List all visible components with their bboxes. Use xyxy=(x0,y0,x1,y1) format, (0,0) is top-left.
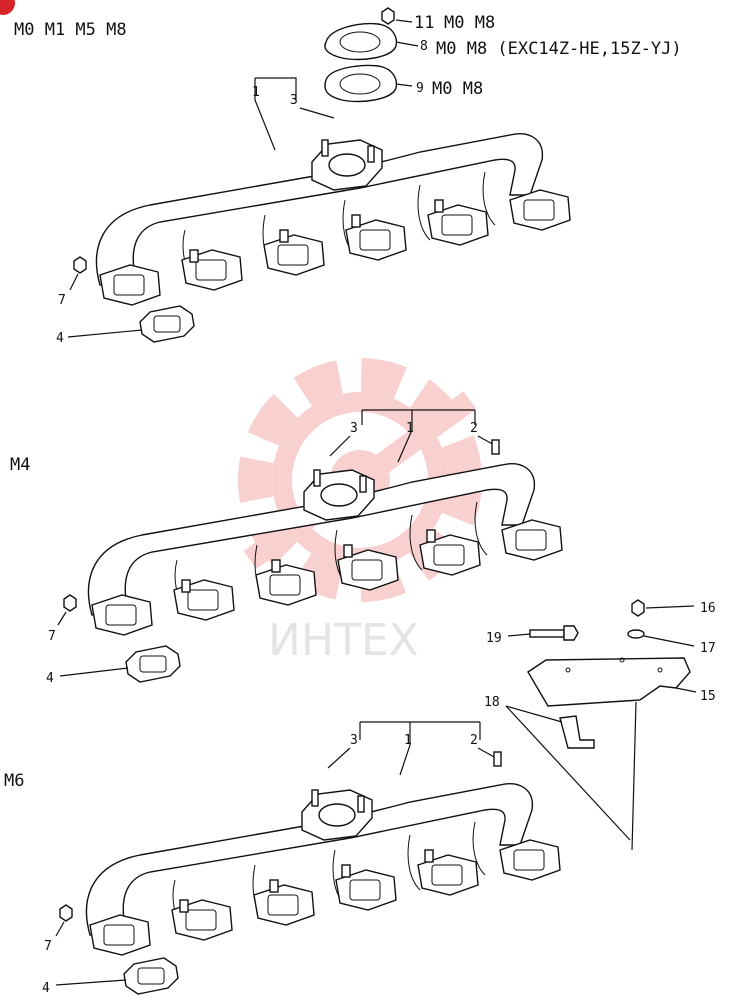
part-7-nut: 7 xyxy=(58,256,87,308)
group-m4: M4 1 2 3 7 4 xyxy=(10,409,563,686)
callout-number: 17 xyxy=(700,641,716,656)
callout-text: M0 M8 xyxy=(432,79,483,99)
part-9-gasket: 9 M0 M8 xyxy=(324,64,483,103)
callout-number: 8 xyxy=(420,39,428,54)
leader-1 xyxy=(254,77,297,151)
callout-number: 4 xyxy=(56,331,64,346)
part-4-gasket: 4 xyxy=(56,305,195,346)
callout-number: 1 xyxy=(404,733,412,748)
callout-number: 7 xyxy=(44,939,52,954)
callout-number: 11 xyxy=(414,13,434,33)
group-label: M0 M1 M5 M8 xyxy=(14,20,127,40)
callout-number: 1 xyxy=(406,421,414,436)
watermark-text: ИНТЕХ xyxy=(268,615,419,666)
callout-number: 3 xyxy=(350,733,358,748)
callout-number: 4 xyxy=(42,981,50,996)
part-15-bracket: 15 xyxy=(527,657,716,851)
callout-number: 19 xyxy=(486,631,502,646)
group-m6: M6 1 2 3 7 4 xyxy=(4,721,561,996)
callout-number: 2 xyxy=(470,421,478,436)
part-4-gasket: 4 xyxy=(42,957,179,996)
callout-text: M0 M8 (EXC14Z-HE,15Z-YJ) xyxy=(436,39,682,59)
corner-marker-icon xyxy=(0,0,15,15)
leader-1 xyxy=(361,409,476,463)
part-16-nut: 16 xyxy=(631,599,716,617)
callout-text: M0 M8 xyxy=(444,13,495,33)
callout-number: 9 xyxy=(416,81,424,96)
part-18-clamp: 18 xyxy=(484,695,631,841)
callout-number: 2 xyxy=(470,733,478,748)
callout-number: 4 xyxy=(46,671,54,686)
exhaust-manifold xyxy=(95,133,571,306)
callout-number: 1 xyxy=(252,85,260,100)
part-4-gasket: 4 xyxy=(46,645,181,686)
callout-number: 15 xyxy=(700,689,716,704)
callout-number: 7 xyxy=(58,293,66,308)
callout-number: 3 xyxy=(350,421,358,436)
leader-1 xyxy=(359,721,481,776)
group-m0-m1-m5-m8: M0 M1 M5 M8 11 M0 M8 8 M0 M8 (EXC14Z-HE,… xyxy=(14,7,682,346)
bracket-assembly: 16 17 19 15 18 xyxy=(484,599,716,851)
group-label: M6 xyxy=(4,771,24,791)
callout-number: 18 xyxy=(484,695,500,710)
part-17-washer: 17 xyxy=(627,629,716,656)
part-7-nut: 7 xyxy=(44,904,73,954)
callout-number: 7 xyxy=(48,629,56,644)
exhaust-manifold xyxy=(85,783,561,956)
part-11-nut: 11 M0 M8 xyxy=(381,7,495,33)
group-label: M4 xyxy=(10,455,30,475)
callout-number: 3 xyxy=(290,93,298,108)
part-7-nut: 7 xyxy=(48,594,77,644)
callout-number: 16 xyxy=(700,601,716,616)
part-19-bolt: 19 xyxy=(486,625,579,646)
part-8-gasket: 8 M0 M8 (EXC14Z-HE,15Z-YJ) xyxy=(324,22,682,61)
